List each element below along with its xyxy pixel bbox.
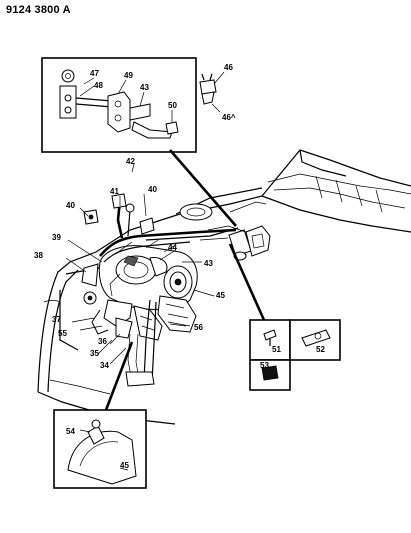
callout-49: 49 bbox=[124, 71, 133, 80]
callout-35: 35 bbox=[90, 349, 99, 358]
callout-37: 37 bbox=[52, 315, 61, 324]
document-id: 9124 3800 A bbox=[6, 4, 71, 16]
leader-lines bbox=[65, 163, 215, 365]
pressure-switch bbox=[199, 71, 225, 113]
callout-45-inset: 45 bbox=[120, 461, 129, 470]
callout-42: 42 bbox=[126, 157, 135, 166]
callout-43: 43 bbox=[204, 259, 213, 268]
callout-46-alt: 46^ bbox=[222, 113, 236, 122]
callout-45: 45 bbox=[216, 291, 225, 300]
callout-40-right: 40 bbox=[148, 185, 157, 194]
callout-52: 52 bbox=[316, 345, 325, 354]
callout-47: 47 bbox=[90, 69, 99, 78]
callout-55: 55 bbox=[58, 329, 67, 338]
ac-lines bbox=[83, 193, 239, 387]
callout-43-inset: 43 bbox=[140, 83, 149, 92]
callout-36: 36 bbox=[98, 337, 107, 346]
inset-switch-details bbox=[228, 243, 341, 391]
callout-44: 44 bbox=[168, 243, 177, 252]
callout-34: 34 bbox=[100, 361, 109, 370]
callout-50: 50 bbox=[168, 101, 177, 110]
inset-lower-bracket bbox=[53, 341, 147, 489]
callout-51: 51 bbox=[272, 345, 281, 354]
callout-54: 54 bbox=[66, 427, 75, 436]
firewall-components bbox=[179, 203, 271, 261]
callout-labels: 47 48 49 43 50 46 46^ 42 41 40 40 39 38 … bbox=[34, 63, 325, 470]
callout-48: 48 bbox=[94, 81, 103, 90]
callout-56: 56 bbox=[194, 323, 203, 332]
inset-pointer-line bbox=[169, 149, 237, 227]
cowl-windshield bbox=[175, 149, 411, 233]
callout-41: 41 bbox=[110, 187, 119, 196]
callout-46: 46 bbox=[224, 63, 233, 72]
callout-40-left: 40 bbox=[66, 201, 75, 210]
callout-39: 39 bbox=[52, 233, 61, 242]
callout-53: 53 bbox=[260, 361, 269, 370]
inset-expansion-valve bbox=[41, 57, 197, 153]
callout-38: 38 bbox=[34, 251, 43, 260]
